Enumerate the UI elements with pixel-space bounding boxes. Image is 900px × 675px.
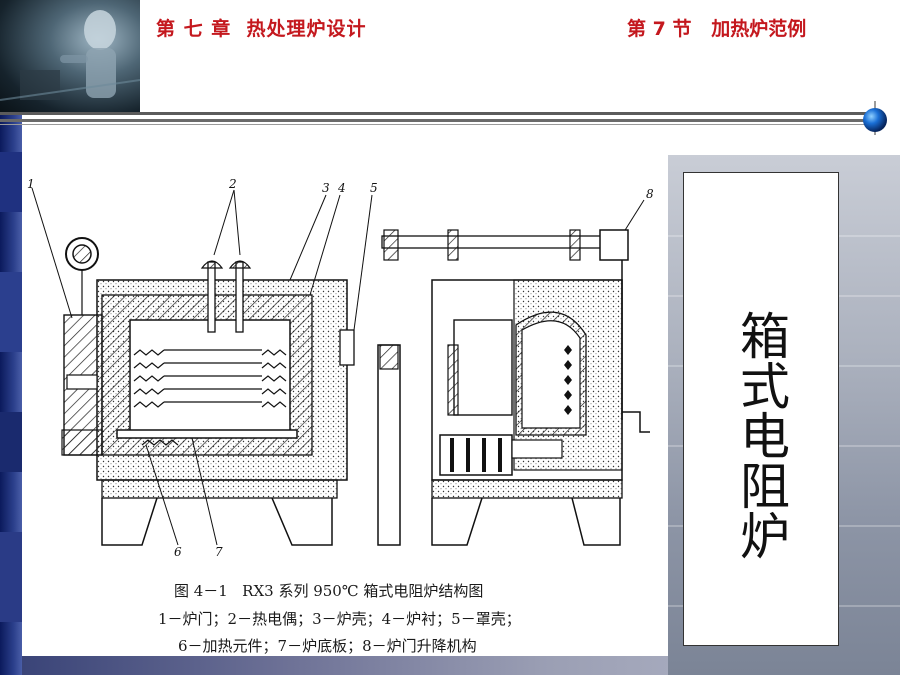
furnace-structure-figure: 1 2 3 4 5 6 7 8 图 4－1 RX3 系列 950℃ 箱式电阻炉结…	[22, 150, 668, 656]
section-title: 第 7 节 加热炉范例	[627, 18, 807, 40]
part-number-8: 8	[646, 187, 654, 201]
part-number-7: 7	[215, 545, 223, 559]
robot-header-image	[0, 0, 141, 112]
furnace-diagram: 1 2 3 4 5 6 7 8	[27, 177, 654, 559]
globe-icon	[863, 101, 887, 135]
part-number-6: 6	[174, 545, 182, 559]
header-divider	[0, 112, 870, 115]
part-number-5: 5	[370, 181, 378, 195]
side-title: 箱式电阻炉	[732, 310, 790, 560]
part-number-1: 1	[27, 177, 35, 191]
figure-legend-line-1: 1－炉门；2－热电偶；3－炉壳；4－炉衬；5－罩壳；	[158, 610, 521, 628]
part-number-4: 4	[337, 181, 346, 195]
part-number-3: 3	[322, 181, 330, 195]
chapter-title: 第 七 章 热处理炉设计	[156, 18, 367, 40]
header-divider	[0, 119, 870, 122]
side-title-box: 箱式电阻炉	[683, 172, 839, 646]
figure-caption: 图 4－1 RX3 系列 950℃ 箱式电阻炉结构图	[174, 582, 484, 600]
figure-legend-line-2: 6－加热元件；7－炉底板；8－炉门升降机构	[178, 637, 477, 655]
left-decorative-bar	[0, 112, 22, 675]
header-divider	[0, 124, 870, 125]
part-number-2: 2	[228, 177, 237, 191]
